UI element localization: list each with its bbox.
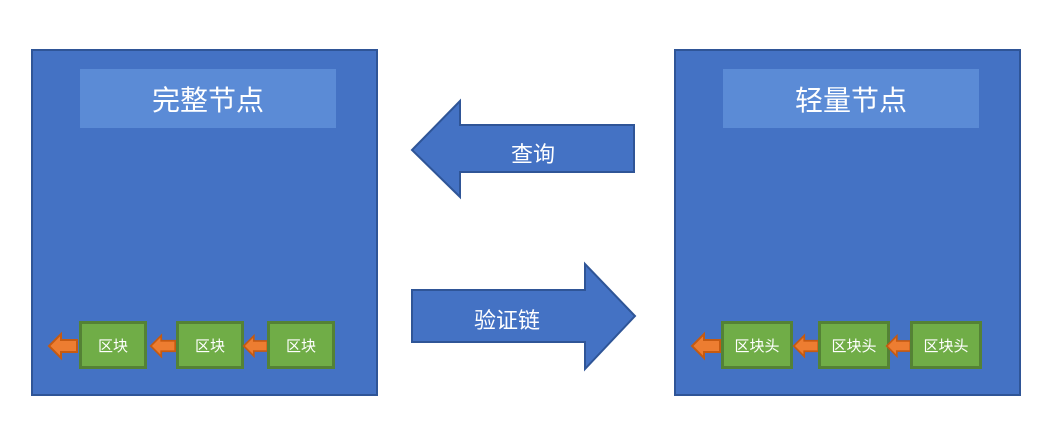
query-arrow (410, 98, 635, 200)
block: 区块 (267, 321, 335, 369)
chain-arrow-icon (690, 331, 721, 361)
chain-arrow-icon (149, 333, 177, 359)
block-header: 区块头 (721, 321, 793, 369)
block-header: 区块头 (818, 321, 890, 369)
chain-arrow-icon (47, 331, 78, 361)
light-node-title: 轻量节点 (723, 69, 979, 128)
block: 区块 (79, 321, 147, 369)
full-node-title: 完整节点 (80, 69, 336, 128)
block-header: 区块头 (910, 321, 982, 369)
light-node: 轻量节点 区块头 区块头 区块头 (674, 49, 1021, 396)
verify-chain-arrow (411, 261, 637, 372)
verify-chain-label: 验证链 (474, 308, 541, 333)
query-label: 查询 (511, 142, 556, 167)
full-node: 完整节点 区块 区块 区块 (31, 49, 378, 396)
block: 区块 (176, 321, 244, 369)
